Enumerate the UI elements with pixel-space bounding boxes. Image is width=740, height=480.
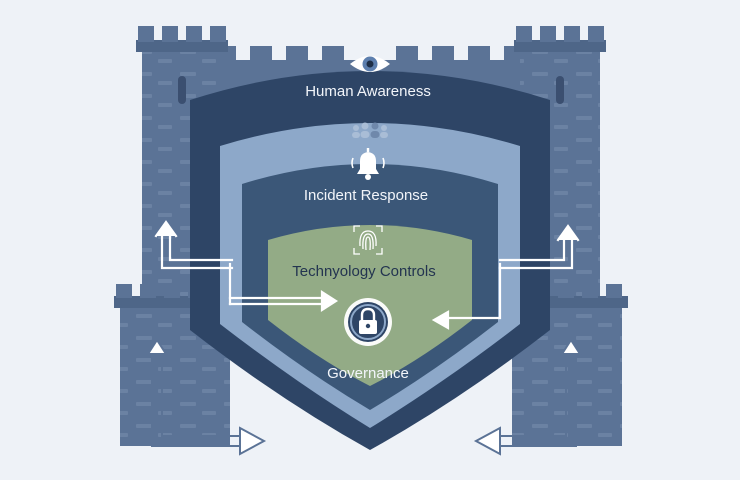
label-governance: Governance bbox=[327, 365, 409, 382]
right-lower-outline-arrow bbox=[473, 338, 582, 456]
people-group-icon bbox=[352, 122, 388, 138]
right-tower bbox=[508, 26, 628, 446]
padlock-icon bbox=[344, 298, 392, 346]
right-upper-arrow bbox=[431, 224, 580, 330]
label-incident-response: Incident Response bbox=[304, 187, 428, 204]
left-lower-outline-arrow bbox=[146, 338, 267, 456]
eye-icon bbox=[350, 56, 390, 72]
fingerprint-icon bbox=[353, 225, 383, 255]
shield-layers bbox=[190, 71, 550, 450]
arrows bbox=[146, 220, 582, 456]
label-human-awareness: Human Awareness bbox=[305, 83, 431, 100]
label-technology-controls: Technyology Controls bbox=[292, 263, 435, 280]
rear-merlons bbox=[214, 46, 526, 62]
bell-icon bbox=[351, 148, 385, 180]
left-upper-arrow bbox=[154, 220, 339, 313]
